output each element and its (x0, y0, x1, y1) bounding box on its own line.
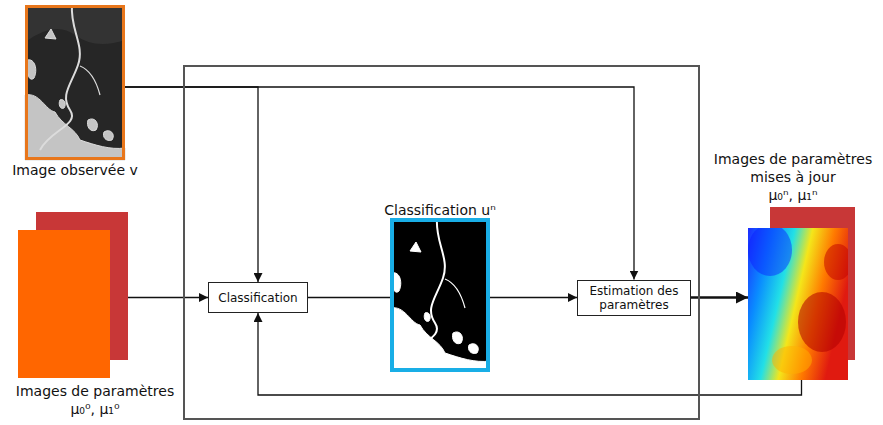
image-caption: Classification uⁿ (384, 201, 496, 219)
observed-terrain (25, 5, 125, 160)
observed-image-node: Image observée v (25, 5, 125, 160)
caption-text: Image observée v (12, 161, 138, 179)
classification-image (390, 218, 490, 372)
caption-text: Images de paramètres mises à jour (703, 150, 883, 186)
image-texture (25, 5, 125, 44)
colormap-blob (748, 228, 792, 276)
caption-text: Images de paramètres (5, 382, 185, 400)
colormap-blob (772, 346, 812, 374)
updated-parameters-node: Images de paramètres mises à jourμ₀ⁿ, μ₁… (748, 207, 855, 380)
caption-text: μ₀⁰, μ₁⁰ (5, 400, 185, 418)
parameter-images-node: Images de paramètresμ₀⁰, μ₁⁰ (18, 212, 128, 378)
image-caption: Image observée v (12, 161, 138, 179)
colormap-blob (798, 292, 846, 352)
caption-text: Classification uⁿ (384, 201, 496, 219)
algorithm-frame: Classification Classification uⁿ Estimatio… (183, 65, 700, 420)
image-caption: Images de paramètresμ₀⁰, μ₁⁰ (5, 382, 185, 418)
image-caption: Images de paramètres mises à jourμ₀ⁿ, μ₁… (703, 150, 883, 204)
updated-parameter-front (748, 228, 848, 380)
flow-arrow (128, 297, 208, 298)
flow-arrow (125, 87, 634, 280)
box-label: Estimation des paramètres (583, 284, 685, 312)
flow-arrow (125, 87, 258, 282)
process-box: Classification (208, 282, 308, 313)
flow-arrow (308, 297, 390, 298)
caption-text: μ₀ⁿ, μ₁ⁿ (703, 186, 883, 204)
box-label: Classification (218, 291, 297, 305)
flow-arrow (490, 297, 577, 298)
process-box: Estimation des paramètres (577, 280, 691, 316)
parameter-image-front (18, 230, 110, 378)
observed-image (25, 5, 125, 160)
colormap-blob (824, 244, 848, 280)
classification-image-node: Classification uⁿ (390, 218, 490, 372)
classification-terrain (390, 218, 490, 373)
flow-arrow (258, 313, 802, 395)
